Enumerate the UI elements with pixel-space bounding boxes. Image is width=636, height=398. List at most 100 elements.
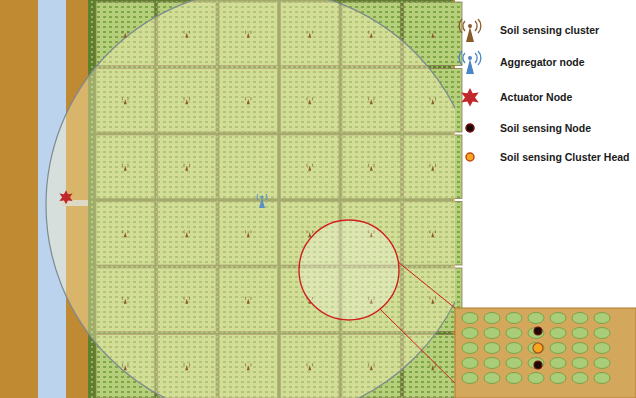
cluster-head — [533, 343, 543, 353]
cluster-icon — [431, 365, 434, 370]
cluster-icon — [430, 97, 436, 100]
cluster-icons — [122, 31, 435, 371]
plant — [550, 313, 566, 324]
cluster-icon — [184, 363, 190, 366]
cluster-icon — [247, 299, 250, 304]
cluster-icon — [122, 230, 128, 233]
zoom-circle — [299, 220, 399, 320]
head-legend-icon — [466, 153, 474, 161]
cluster-icon — [431, 99, 434, 104]
plant — [528, 328, 544, 339]
cluster-icon — [370, 99, 373, 104]
plant — [484, 358, 500, 369]
cluster-icon — [184, 297, 190, 300]
plant — [484, 373, 500, 384]
zoom-line — [398, 262, 455, 308]
plant — [484, 313, 500, 324]
plant — [462, 343, 478, 354]
plant — [462, 373, 478, 384]
cluster-icon — [124, 99, 127, 104]
cluster-icon — [184, 97, 190, 100]
cluster-icon — [307, 31, 313, 34]
cluster-icon — [122, 297, 128, 300]
cluster-icon — [431, 232, 434, 237]
plant — [550, 343, 566, 354]
cluster-icon — [124, 365, 127, 370]
cluster-icon — [308, 99, 311, 104]
cluster-icon — [307, 97, 313, 100]
zoom-inset — [455, 308, 636, 398]
node-legend-icon — [466, 124, 474, 132]
cluster-icon — [308, 166, 311, 171]
actuator-legend-icon — [461, 88, 479, 107]
plant — [550, 358, 566, 369]
cluster-icon — [370, 166, 373, 171]
cluster-icon — [431, 299, 434, 304]
cluster-icon — [247, 232, 250, 237]
cluster-icon — [185, 365, 188, 370]
sensing-node — [534, 327, 542, 335]
cluster-icon — [247, 33, 250, 38]
plant — [594, 313, 610, 324]
plant — [572, 358, 588, 369]
cluster-icon — [430, 297, 436, 300]
cluster-icon — [185, 166, 188, 171]
plant — [572, 313, 588, 324]
plant — [550, 328, 566, 339]
cluster-icon — [245, 297, 251, 300]
cluster-icon — [430, 31, 436, 34]
plant — [506, 373, 522, 384]
cluster-icon — [247, 99, 250, 104]
plant — [594, 358, 610, 369]
plant — [462, 358, 478, 369]
cluster-icon — [430, 230, 436, 233]
cluster-icon — [122, 164, 128, 167]
cluster-legend-icon — [459, 19, 481, 42]
plant-rows — [462, 313, 610, 384]
cluster-icon — [245, 97, 251, 100]
plant — [484, 343, 500, 354]
plant — [506, 328, 522, 339]
cluster-icon — [124, 33, 127, 38]
cluster-icon — [184, 230, 190, 233]
cluster-icon — [184, 31, 190, 34]
plant — [462, 313, 478, 324]
plant — [528, 343, 544, 354]
cluster-icon — [185, 99, 188, 104]
cluster-icon — [370, 33, 373, 38]
cluster-icon — [247, 365, 250, 370]
plant — [550, 373, 566, 384]
cluster-icon — [245, 363, 251, 366]
cluster-icon — [307, 230, 313, 233]
plant — [506, 313, 522, 324]
cluster-icon — [122, 31, 128, 34]
cluster-icon — [124, 299, 127, 304]
cluster-icon — [308, 33, 311, 38]
plant — [594, 328, 610, 339]
plant — [572, 328, 588, 339]
cluster-icon — [368, 31, 374, 34]
cluster-icon — [368, 363, 374, 366]
cluster-icon — [370, 365, 373, 370]
plant — [462, 328, 478, 339]
plant — [528, 358, 544, 369]
cluster-icon — [307, 363, 313, 366]
cluster-icon — [245, 31, 251, 34]
legend-label: Aggregator node — [500, 56, 585, 69]
plant — [594, 343, 610, 354]
cluster-icon — [184, 164, 190, 167]
legend-label: Actuator Node — [500, 91, 572, 104]
cluster-icon — [122, 97, 128, 100]
cluster-icon — [368, 97, 374, 100]
cluster-icon — [185, 232, 188, 237]
cluster-icon — [124, 232, 127, 237]
cluster-icon — [122, 363, 128, 366]
cluster-icon — [308, 232, 311, 237]
actuator-star — [59, 190, 72, 204]
plant — [572, 343, 588, 354]
cluster-icon — [185, 299, 188, 304]
aggregator-legend-icon — [459, 51, 481, 74]
coverage-circle — [46, 0, 455, 398]
aggregator-icon — [257, 194, 267, 208]
cluster-icon — [430, 164, 436, 167]
